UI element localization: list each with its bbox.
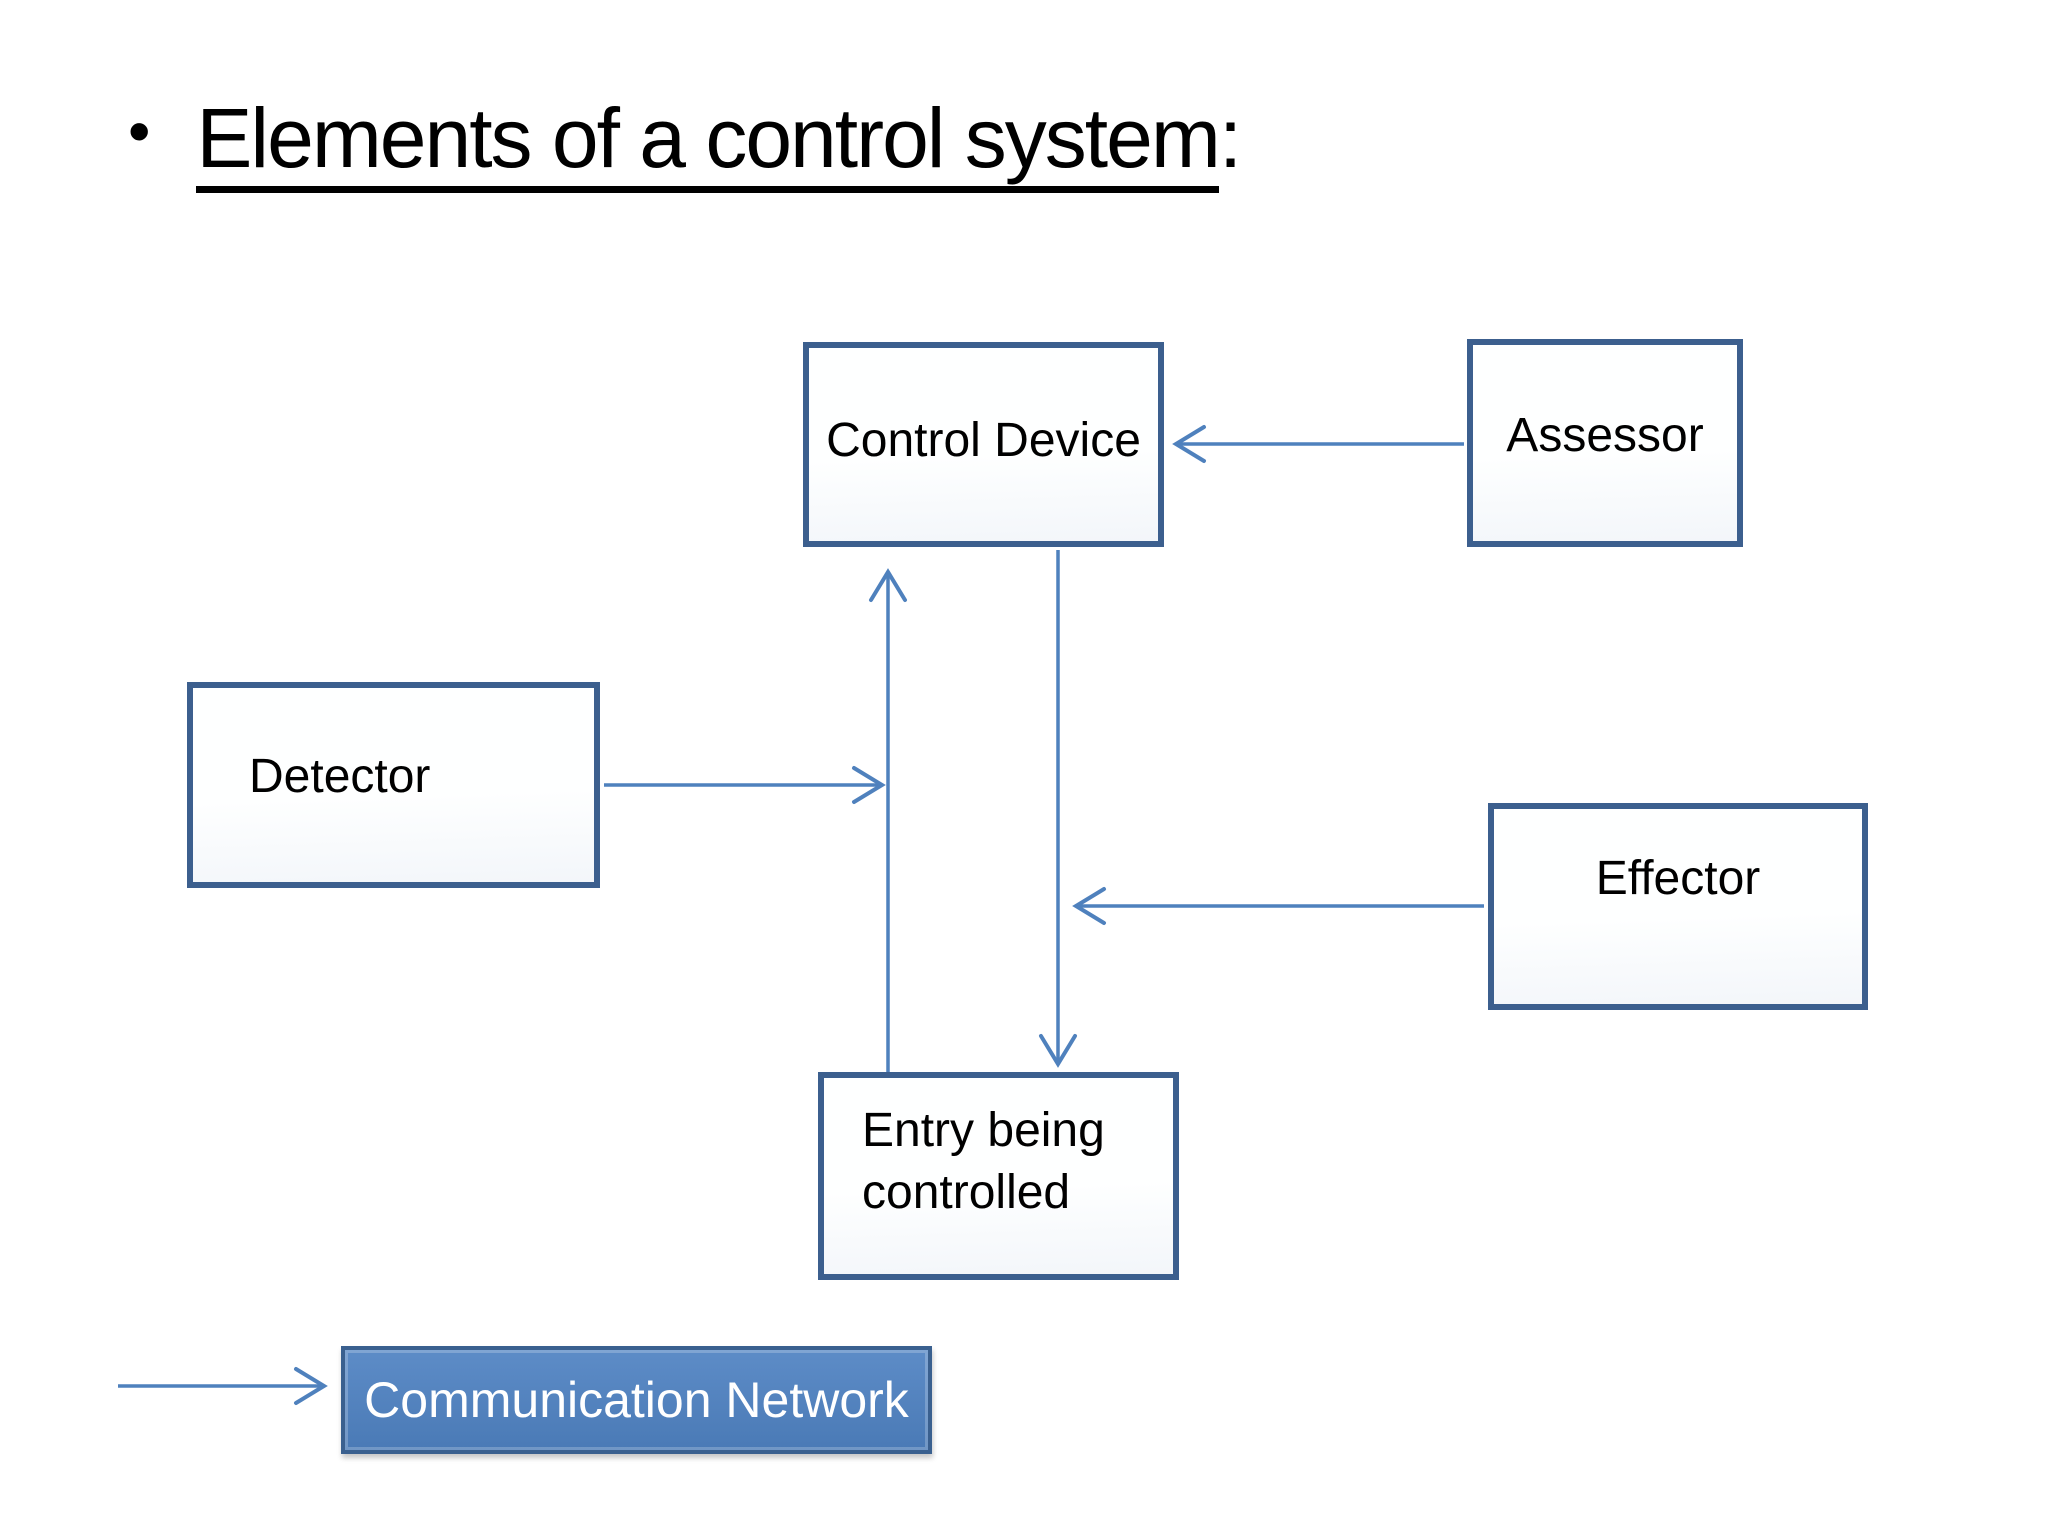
node-control-device: Control Device xyxy=(803,342,1164,547)
node-entry-label-line2: controlled xyxy=(862,1166,1071,1219)
node-control-device-label: Control Device xyxy=(826,414,1141,467)
title-suffix: : xyxy=(1218,91,1242,185)
bullet-icon: • xyxy=(128,95,151,167)
node-assessor: Assessor xyxy=(1467,339,1743,547)
slide-title: • Elements of a control system: xyxy=(128,86,1242,193)
communication-network-label: Communication Network xyxy=(364,1372,909,1428)
node-effector-label: Effector xyxy=(1595,852,1761,905)
node-detector: Detector xyxy=(187,682,600,888)
node-effector: Effector xyxy=(1488,803,1868,1010)
node-detector-label: Detector xyxy=(249,749,431,803)
node-entry-being-controlled: Entry being controlled xyxy=(818,1072,1179,1280)
title-underlined-text: Elements of a control system xyxy=(196,91,1221,193)
node-entry-label-line1: Entry being xyxy=(862,1104,1105,1157)
communication-network-legend: Communication Network xyxy=(341,1346,932,1454)
node-assessor-label: Assessor xyxy=(1506,408,1704,462)
